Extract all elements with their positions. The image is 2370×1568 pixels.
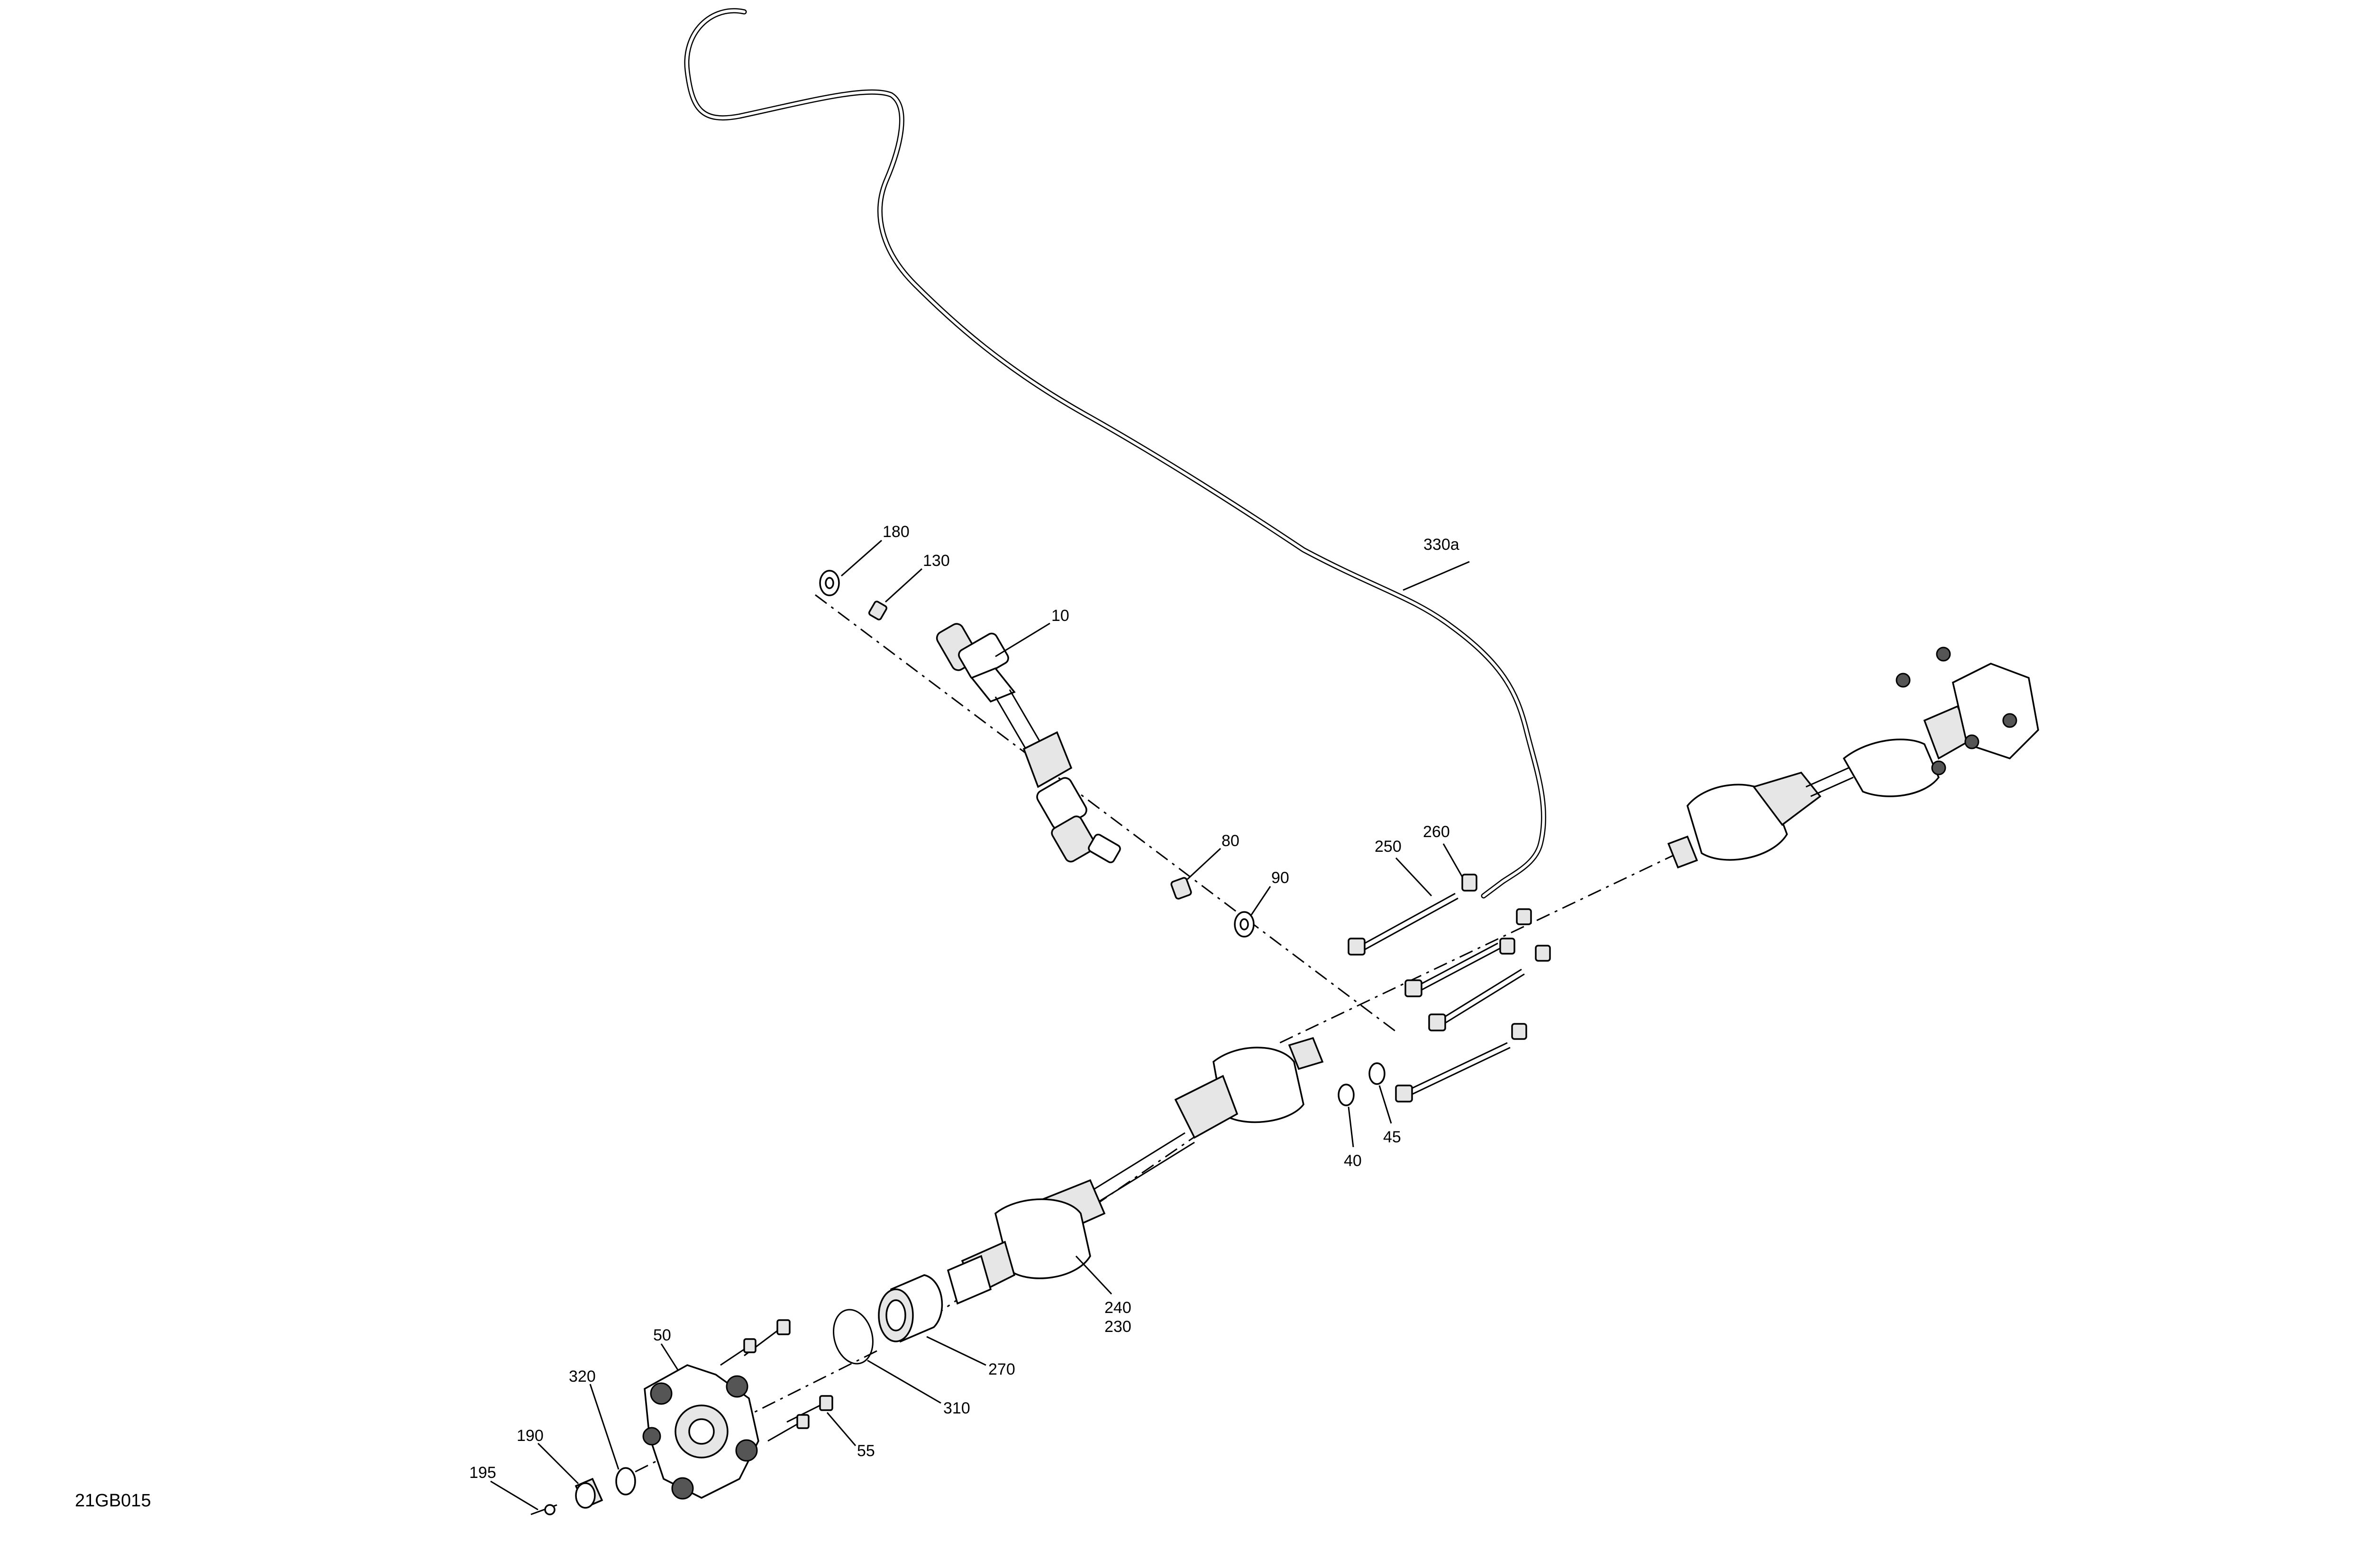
- callout-240: 240: [1104, 1299, 1131, 1317]
- callout-195: 195: [469, 1464, 496, 1482]
- washer-90: [1234, 911, 1255, 938]
- callout-40: 40: [1344, 1152, 1362, 1170]
- washer-180: [819, 570, 840, 596]
- cotter-pin-195: [530, 1504, 557, 1515]
- nut-190: [574, 1477, 603, 1509]
- bearing-270: [878, 1274, 943, 1343]
- retaining-ring-310: [833, 1309, 874, 1365]
- callout-270: 270: [988, 1360, 1015, 1378]
- bolt-250-bottom: [1395, 1023, 1527, 1103]
- callout-90: 90: [1271, 869, 1289, 887]
- nut-130: [868, 601, 888, 620]
- nut-80: [1170, 877, 1192, 900]
- hub-50: [642, 1364, 759, 1500]
- callout-250: 250: [1375, 838, 1402, 856]
- nut-260: [1461, 874, 1477, 892]
- callout-10: 10: [1051, 607, 1069, 625]
- callout-230: 230: [1104, 1318, 1131, 1336]
- callout-130: 130: [923, 552, 950, 570]
- leader-lines: [490, 539, 1470, 1511]
- callout-50: 50: [653, 1326, 671, 1344]
- callout-320: 320: [569, 1367, 596, 1386]
- callout-55: 55: [857, 1442, 875, 1460]
- callout-80: 80: [1221, 832, 1240, 850]
- callout-45: 45: [1383, 1128, 1401, 1146]
- callout-310: 310: [943, 1399, 970, 1417]
- cable-330a: [684, 8, 1547, 899]
- shaft-10: [936, 623, 1121, 864]
- diagram-code: 21GB015: [75, 1491, 151, 1511]
- bolt-250-lower: [1428, 945, 1551, 1031]
- washer-320: [615, 1467, 636, 1495]
- washer-40: [1338, 1084, 1355, 1106]
- callout-180: 180: [883, 523, 910, 541]
- callout-190: 190: [517, 1427, 544, 1445]
- bolt-250-upper: [1348, 893, 1458, 956]
- callout-260: 260: [1423, 823, 1450, 841]
- callout-330a: 330a: [1423, 536, 1459, 554]
- bolt-250-mid: [1404, 908, 1532, 997]
- right-drive-shaft: [1667, 647, 2039, 869]
- left-drive-shaft-240: [947, 1037, 1324, 1305]
- bolt-55: [720, 1319, 833, 1442]
- washer-45: [1368, 1062, 1386, 1085]
